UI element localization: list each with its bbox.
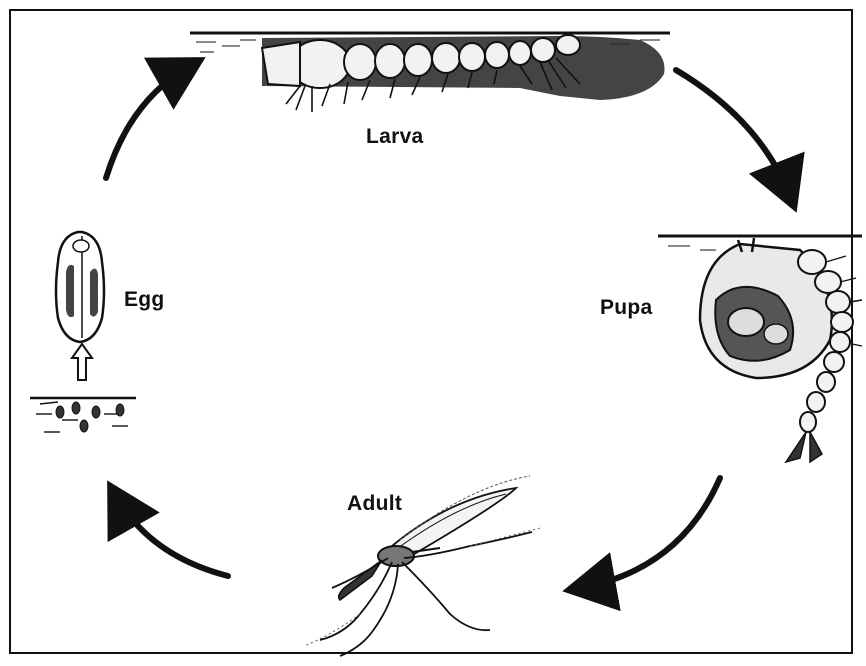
arrow-adult-to-egg <box>116 496 228 576</box>
larva-label: Larva <box>366 125 424 149</box>
adult-mosquito-illustration <box>304 476 540 656</box>
arrow-egg-to-larva <box>106 66 190 178</box>
arrow-larva-to-pupa <box>676 70 790 196</box>
egg-illustration <box>30 232 136 432</box>
adult-label: Adult <box>347 492 402 516</box>
larva-illustration <box>190 33 670 112</box>
arrow-pupa-to-adult <box>580 478 720 588</box>
pupa-illustration <box>658 236 862 462</box>
egg-label: Egg <box>124 288 165 312</box>
pupa-label: Pupa <box>600 296 653 320</box>
